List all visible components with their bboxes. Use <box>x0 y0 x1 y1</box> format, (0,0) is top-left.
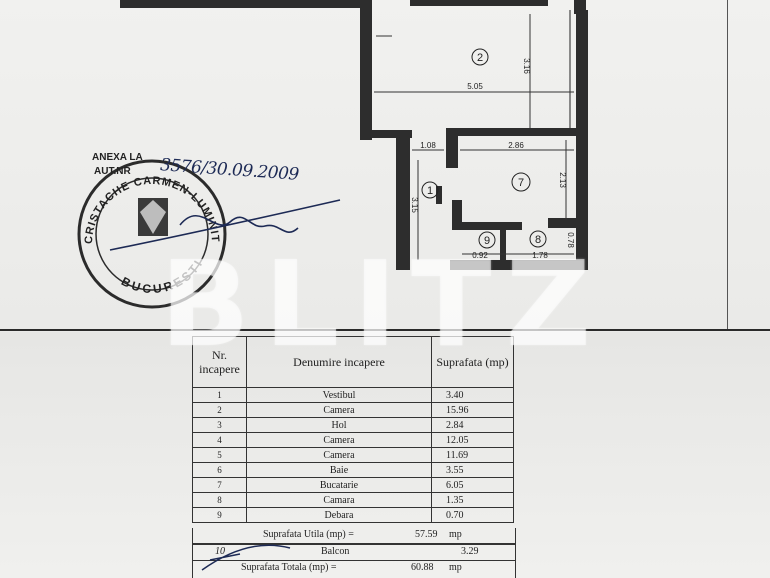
wall-bottom <box>450 260 588 270</box>
col-header-nr: Nr. incapere <box>192 336 247 388</box>
dim-label-2-13: 2.13 <box>558 172 567 188</box>
table-row: 5 Camera 11.69 <box>192 447 514 463</box>
row-area: 1.35 <box>431 492 514 508</box>
row-area: 6.05 <box>431 477 514 493</box>
row-area: 2.84 <box>431 417 514 433</box>
total-area-value: 60.88 <box>411 562 434 573</box>
row-area: 3.55 <box>431 462 514 478</box>
wall-room1-left <box>396 136 410 270</box>
row-nr: 4 <box>192 432 247 448</box>
useful-area-row: Suprafata Utila (mp) = 57.59 mp <box>192 528 516 544</box>
useful-area-label: Suprafata Utila (mp) = <box>263 529 354 540</box>
useful-area-unit: mp <box>449 529 462 540</box>
room-circle-7 <box>511 172 531 192</box>
row-name: Bucatarie <box>245 477 433 493</box>
row-nr: 1 <box>192 387 247 403</box>
col-header-area: Suprafata (mp) <box>431 336 514 388</box>
row-area: 12.05 <box>431 432 514 448</box>
row-nr: 6 <box>192 462 247 478</box>
table-header-row: Nr. incapere Denumire incapere Suprafata… <box>192 336 514 388</box>
row-name: Debara <box>245 507 433 523</box>
total-area-row: Suprafata Totala (mp) = 60.88 mp <box>192 561 516 578</box>
dim-label-1-08: 1.08 <box>420 141 436 150</box>
row-nr: 5 <box>192 447 247 463</box>
wall-room9-top <box>452 222 522 230</box>
signature-scribble <box>109 199 341 251</box>
room-label-8: 8 <box>535 234 541 246</box>
total-area-label: Suprafata Totala (mp) = <box>241 562 337 573</box>
dim-label-0-78: 0.78 <box>566 232 575 248</box>
row-nr: 9 <box>192 507 247 523</box>
stamp-text-bottom: BUCURESTI <box>119 256 203 296</box>
row-nr: 7 <box>192 477 247 493</box>
row-name: Camera <box>245 432 433 448</box>
table-row: 9 Debara 0.70 <box>192 507 514 523</box>
row-name: Camera <box>245 447 433 463</box>
row-name: Vestibul <box>245 387 433 403</box>
row-name: Camera <box>245 402 433 418</box>
table-row: 8 Camara 1.35 <box>192 492 514 508</box>
row-area: 0.70 <box>431 507 514 523</box>
row-area: 3.40 <box>431 387 514 403</box>
row-name: Hol <box>245 417 433 433</box>
annex-label: ANEXA LA <box>92 152 143 163</box>
svg-text:BUCURESTI: BUCURESTI <box>119 256 206 296</box>
row-nr: 8 <box>192 492 247 508</box>
wall-room7-left-top <box>446 128 458 168</box>
dim-label-3-15: 3.15 <box>410 197 419 213</box>
total-area-unit: mp <box>449 562 462 573</box>
room-label-2: 2 <box>477 52 483 64</box>
wall-right <box>576 10 588 270</box>
dim-label-1-78: 1.78 <box>532 251 548 260</box>
row-nr: 2 <box>192 402 247 418</box>
rooms-table: Nr. incapere Denumire incapere Suprafata… <box>192 336 514 523</box>
row-name: Baie <box>245 462 433 478</box>
dim-label-2-86: 2.86 <box>508 141 524 150</box>
floor-plan: 2 1 7 8 9 5.05 3.16 1.08 2.86 2.13 3.15 … <box>0 0 588 309</box>
wall-room9-8-divider <box>500 228 506 262</box>
wall-top-left <box>120 0 360 8</box>
table-row: 4 Camera 12.05 <box>192 432 514 448</box>
room-circle-8 <box>529 230 547 248</box>
wall-room1-stub <box>436 186 442 204</box>
table-row: 7 Bucatarie 6.05 <box>192 477 514 493</box>
balcony-name: Balcon <box>321 546 350 557</box>
col-header-name: Denumire incapere <box>245 336 433 388</box>
wall-room8-top <box>548 218 588 228</box>
table-row: 2 Camera 15.96 <box>192 402 514 418</box>
balcony-area: 3.29 <box>461 546 479 557</box>
sheet-right-edge <box>727 0 728 330</box>
room-label-1: 1 <box>427 185 433 197</box>
dim-label-0-92: 0.92 <box>472 251 488 260</box>
dim-label-5-05: 5.05 <box>467 82 483 91</box>
balcony-row: 10 Balcon 3.29 <box>192 544 516 561</box>
useful-area-value: 57.59 <box>415 529 438 540</box>
table-row: 1 Vestibul 3.40 <box>192 387 514 403</box>
balcony-nr: 10 <box>215 546 225 557</box>
sheet-fold-line <box>0 329 770 331</box>
wall-top-right <box>410 0 548 6</box>
wall-room9-left <box>452 200 462 230</box>
aut-label: AUT.NR <box>94 166 131 177</box>
svg-text:CRISTACHE CARMEN-LUMINITA: CRISTACHE CARMEN-LUMINITA <box>0 0 221 244</box>
table-row: 3 Hol 2.84 <box>192 417 514 433</box>
signature-strike <box>201 544 291 571</box>
row-area: 11.69 <box>431 447 514 463</box>
dim-label-3-16: 3.16 <box>522 58 531 74</box>
room-circle-1 <box>421 181 439 199</box>
wall-room2-left <box>360 0 372 140</box>
stamp-text-top: CRISTACHE CARMEN-LUMINITA <box>0 0 220 244</box>
table-row: 6 Baie 3.55 <box>192 462 514 478</box>
wall-room2-bottom-left <box>372 130 412 138</box>
row-name: Camara <box>245 492 433 508</box>
room-circle-2 <box>471 48 489 66</box>
room-label-9: 9 <box>484 235 490 247</box>
wall-room2-bottom <box>446 128 576 136</box>
row-area: 15.96 <box>431 402 514 418</box>
room-circle-9 <box>478 231 496 249</box>
row-nr: 3 <box>192 417 247 433</box>
room-label-7: 7 <box>518 177 524 189</box>
